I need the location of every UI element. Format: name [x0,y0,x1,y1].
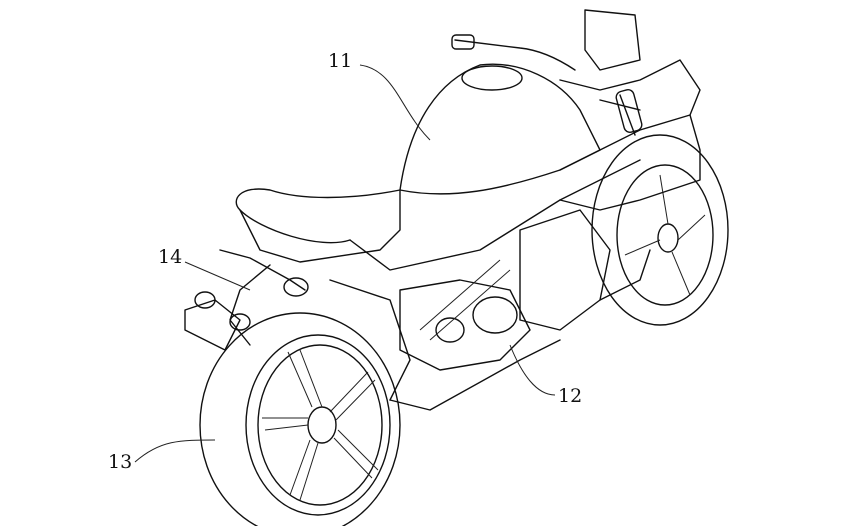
label-14: 14 [158,246,183,268]
fairing [519,114,701,331]
label-11: 11 [328,50,353,72]
front-wheel [591,134,729,326]
rear-wheel [199,312,401,526]
leader-lines [134,64,556,463]
engine-and-frame [329,259,561,411]
tank-and-seat [235,63,641,271]
rear-fender-and-tail [184,249,309,351]
label-13: 13 [108,451,133,473]
handlebars-and-dash [451,9,701,136]
label-12: 12 [558,385,583,407]
